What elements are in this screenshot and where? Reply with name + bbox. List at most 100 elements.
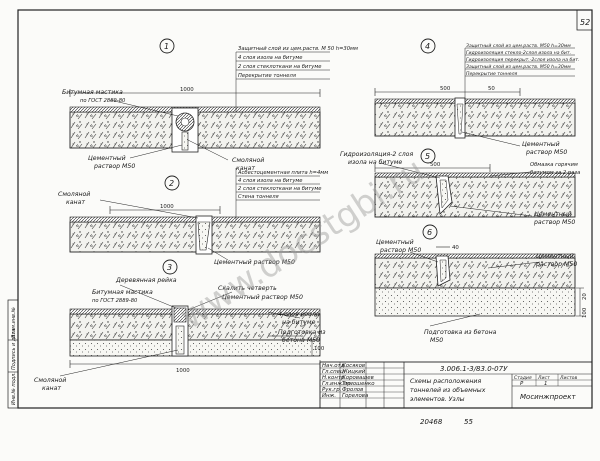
detail-6-dim-h1: 20 [582, 293, 588, 300]
detail-5-hydro-2: изола на битуме [348, 158, 402, 166]
detail-6-base: Подготовка из бетона [424, 328, 497, 336]
detail-5-mortar-2: раствор М50 [533, 219, 575, 226]
stage-header: Стадия [514, 375, 532, 381]
detail-3-base: Подготовка из [278, 329, 326, 336]
detail-6: 6 40 Цементный раствор М50 Цементный рас… [374, 224, 588, 344]
name-2: Жицкий [341, 369, 366, 375]
sheet-frame [17, 9, 593, 409]
detail-1-mastic: Битумная мастика [62, 89, 123, 96]
detail-3-rope: Смоляной [34, 377, 66, 384]
name-5: Фролов [342, 387, 363, 393]
detail-4-note-2: Гидроизоляция стекло-2слоя изола на бит. [466, 50, 571, 56]
detail-6-mortar-r-2: раствор М50 [535, 261, 577, 268]
detail-2-rope-2: канат [66, 199, 85, 206]
detail-4-number: 4 [425, 42, 430, 51]
margin-stamp-replace: Взам.инв.№ [11, 307, 17, 338]
name-1: Косяков [342, 363, 365, 369]
title-line-3: элементов. Узлы [410, 396, 465, 403]
sheets-header: Листов [559, 375, 577, 381]
role-4: Гл.инж.пр. [322, 381, 352, 387]
detail-2-number: 2 [169, 179, 174, 188]
stage-value: Р [520, 381, 524, 387]
role-1: Нач.отд. [322, 363, 346, 369]
detail-6-dim-h2: 100 [582, 307, 588, 318]
detail-6-mortar-2: раствор М50 [379, 247, 421, 254]
detail-2-note-2: 4 слоя изола на битуме [238, 178, 303, 184]
role-3: Н.контр. [322, 375, 346, 381]
detail-1-rope-2: канат [236, 165, 255, 172]
detail-4-note-5: Перекрытие тоннеля [466, 71, 518, 77]
detail-3-base-2: бетона М50 [282, 336, 320, 344]
detail-1-dim: 1000 [180, 87, 194, 93]
name-4: Тимошенко [342, 381, 375, 387]
detail-2-note-3: 2 слоя стеклоткани на битуме [238, 186, 321, 192]
name-6: Горелова [342, 393, 368, 399]
detail-2-dim: 1000 [160, 204, 174, 210]
detail-1-rope: Смоляной [232, 157, 264, 164]
detail-4-mortar-2: раствор М50 [525, 149, 567, 156]
sheet-header: Лист [537, 375, 550, 381]
detail-2-note-1: Асбестоцементная плита h=4мм [237, 170, 328, 176]
detail-5-brace-2: битумом за 2 раза [530, 170, 580, 176]
detail-3-dim-h: 100 [314, 346, 325, 352]
detail-6-number: 6 [427, 228, 432, 237]
detail-2-mortar: Цементный раствор М50 [214, 259, 295, 266]
detail-3-quarter: Скалить четверть [218, 285, 277, 292]
detail-1-mastic-std: по ГОСТ 2889-80 [80, 98, 126, 104]
detail-2-rope: Смоляной [58, 191, 90, 198]
detail-1-note-3: 2 слоя стеклоткани на битуме [238, 64, 321, 70]
detail-5-hydro: Гидроизоляция-2 слоя [340, 151, 413, 158]
detail-1-note-1: Защитный слой из цем.раств. М 50 h=30мм [238, 46, 358, 52]
detail-6-base-2: М50 [430, 337, 443, 344]
title-block: Нач.отд. Гл.спец. Н.контр. Гл.инж.пр. Ру… [319, 361, 593, 409]
title-line-1: Схемы расположения [410, 378, 481, 385]
bottom-sheet: 55 [464, 418, 473, 426]
detail-4-note-4: Защитный слой из цем.раств. М50 h=30мм [466, 64, 571, 70]
margin-stamp: Инв.№ подл. Подпись и дата Взам.инв.№ [7, 299, 19, 409]
role-5: Рук.гр. [322, 387, 341, 393]
detail-4-dim-1: 500 [440, 86, 451, 92]
detail-5-dim: 500 [430, 162, 441, 168]
detail-3: 3 1000 100 Деревянная рейка Скалить четв… [34, 259, 326, 392]
detail-6-mortar-r: Цементный [536, 253, 574, 260]
detail-2: 2 1000 Смоляной канат Асбестоцементная п… [58, 168, 328, 266]
detail-3-mastic: Битумная мастика [92, 289, 153, 296]
detail-4-note-3: Гидроизоляция перекрыт.-2слоя изола на б… [466, 57, 580, 63]
detail-3-rail: Деревянная рейка [115, 277, 177, 284]
page-number: 52 [580, 18, 590, 27]
detail-4-dim-2: 50 [488, 86, 495, 92]
margin-stamp-sign: Подпись и дата [11, 329, 17, 370]
detail-1-note-4: Перекрытие тоннеля [238, 73, 296, 79]
detail-3-rope-2: канат [42, 385, 61, 392]
detail-2-note-4: Стена тоннеля [238, 194, 279, 200]
detail-4-note-1: Защитный слой из цем.раств. М50 h=30мм [466, 43, 571, 49]
detail-1-mortar-2: раствор М50 [93, 163, 135, 170]
detail-5-number: 5 [425, 152, 430, 161]
detail-1-number: 1 [164, 42, 169, 51]
detail-3-layers-2: на битуме [282, 318, 316, 326]
detail-5: 5 500 Гидроизоляция-2 слоя изола на биту… [340, 148, 580, 226]
detail-1-note-2: 4 слоя изола на битуме [238, 55, 303, 61]
detail-3-dim: 1000 [176, 368, 190, 374]
detail-1-mortar: Цементный [88, 155, 126, 162]
detail-6-dim: 40 [452, 245, 459, 251]
detail-3-mastic-std: по ГОСТ 2889-80 [92, 298, 138, 304]
bottom-number: 20468 [420, 418, 443, 426]
detail-1: 1 1000 Защитный слой из цем.раств. М 50 … [62, 38, 358, 172]
title-line-2: тоннелей из объемных [410, 386, 486, 394]
name-3: Коровашев [342, 375, 374, 381]
detail-6-mortar: Цементный [376, 239, 414, 246]
org-name: Мосинжпроект [520, 393, 576, 401]
role-2: Гл.спец. [322, 369, 345, 375]
margin-stamp-inv: Инв.№ подл. [11, 372, 17, 405]
detail-3-mortar: Цементный раствор М50 [222, 294, 303, 301]
detail-5-mortar: Цементный [534, 211, 572, 218]
detail-4: 4 500 50 Защитный слой из цем.раств. М50… [374, 38, 580, 156]
sheet-value: 1 [544, 381, 547, 387]
detail-3-number: 3 [167, 263, 172, 272]
role-6: Инж. [322, 393, 336, 399]
detail-3-layers: 4 слоя изола [278, 311, 320, 318]
detail-5-brace: Обмазка горячим [530, 162, 578, 168]
